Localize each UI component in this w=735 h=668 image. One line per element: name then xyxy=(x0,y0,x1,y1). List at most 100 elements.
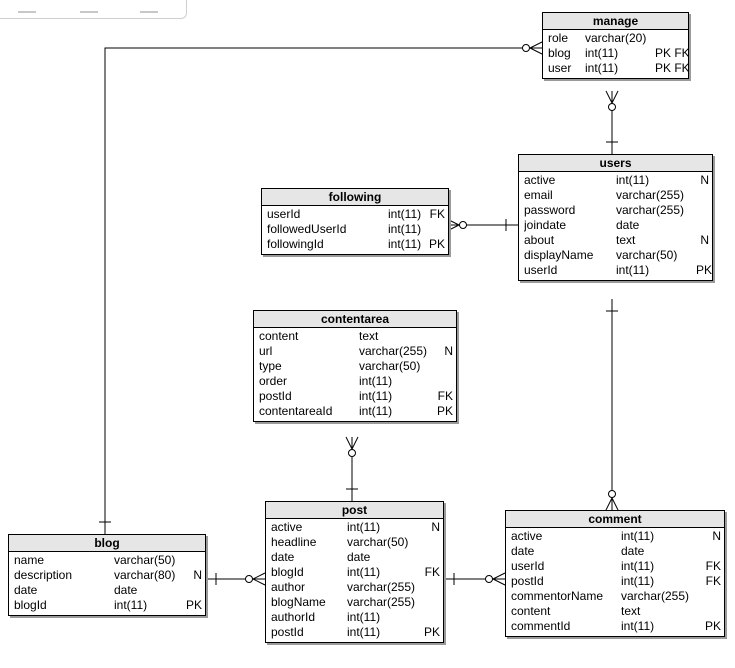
attr-name: blogId xyxy=(271,565,304,579)
attr-name: role xyxy=(548,31,569,45)
crows-foot-mark xyxy=(611,90,619,104)
crows-foot-mark xyxy=(345,436,353,450)
attr-type: text xyxy=(359,329,379,343)
attr-type: int(11) xyxy=(585,46,619,60)
attr-key: PK FK xyxy=(655,46,688,60)
attr-key xyxy=(422,610,443,625)
attr-type: int(11) xyxy=(359,374,393,388)
cardinality-zero-mark xyxy=(485,575,493,583)
attr-key xyxy=(696,188,712,203)
attr-type: int(11) xyxy=(114,598,148,612)
entity-title: following xyxy=(262,189,448,206)
cardinality-zero-mark xyxy=(608,490,616,498)
attr-name: email xyxy=(524,188,553,202)
attr-name: postId xyxy=(259,389,292,403)
attr-key: FK xyxy=(437,389,453,403)
attr-key xyxy=(422,535,443,550)
attr-type: int(11) xyxy=(621,574,655,588)
attr-type: varchar(255) xyxy=(347,595,416,609)
attr-name: userId xyxy=(267,207,301,221)
attr-key xyxy=(422,580,443,595)
attr-key: PK FK xyxy=(655,61,688,75)
attr-key xyxy=(696,203,712,218)
attr-name: type xyxy=(259,359,282,373)
crows-foot-mark xyxy=(529,41,543,49)
attr-key xyxy=(434,329,456,344)
attr-name: displayName xyxy=(524,248,594,262)
attr-key xyxy=(701,589,724,604)
entity-title: blog xyxy=(9,535,205,552)
attr-name: active xyxy=(511,529,543,543)
attr-name: date xyxy=(511,544,535,558)
attr-key xyxy=(422,595,443,610)
attr-key xyxy=(655,31,688,46)
attr-key: PK xyxy=(696,263,712,277)
attr-type: int(11) xyxy=(347,520,381,534)
attr-key: FK xyxy=(424,565,440,579)
attr-type: date xyxy=(347,550,371,564)
attr-name: blogName xyxy=(271,595,326,609)
attr-type: date xyxy=(616,218,640,232)
attr-type: int(11) xyxy=(388,222,422,236)
attr-type: int(11) xyxy=(621,559,655,573)
toolbar-tab xyxy=(0,0,187,19)
attr-name: followingId xyxy=(267,237,324,251)
attr-key: N xyxy=(700,233,709,247)
attr-key xyxy=(701,544,724,559)
attr-key xyxy=(701,604,724,619)
crows-foot-mark xyxy=(252,572,266,580)
crows-foot-mark xyxy=(446,218,460,226)
cardinality-zero-mark xyxy=(608,103,616,111)
crows-foot-mark xyxy=(351,436,359,450)
attr-name: active xyxy=(271,520,303,534)
attr-name: followedUserId xyxy=(267,222,347,236)
attr-name: userId xyxy=(511,559,545,573)
attr-type: int(11) xyxy=(616,263,650,277)
attr-key xyxy=(434,359,456,374)
attr-type: varchar(255) xyxy=(347,580,416,594)
attr-key xyxy=(434,374,456,389)
attr-type: varchar(50) xyxy=(616,248,678,262)
attr-name: commentorName xyxy=(511,589,604,603)
attribute-row: userId int(11) PK xyxy=(524,263,712,278)
attr-name: postId xyxy=(271,625,304,639)
crows-foot-mark xyxy=(446,224,460,232)
attr-key: PK xyxy=(185,598,202,612)
attr-type: text xyxy=(616,233,636,247)
attr-key: N xyxy=(193,568,202,582)
attr-name: date xyxy=(271,550,295,564)
attr-key xyxy=(182,553,205,568)
attribute-row: date date xyxy=(271,550,443,565)
attr-name: joindate xyxy=(524,218,567,232)
attr-type: varchar(20) xyxy=(585,31,647,45)
attr-key xyxy=(696,248,712,263)
cardinality-zero-mark xyxy=(348,449,356,457)
attribute-row: displayName varchar(50) xyxy=(524,248,712,263)
crows-foot-mark xyxy=(529,47,543,55)
attr-type: varchar(50) xyxy=(114,553,176,567)
attr-name: userId xyxy=(524,263,558,277)
